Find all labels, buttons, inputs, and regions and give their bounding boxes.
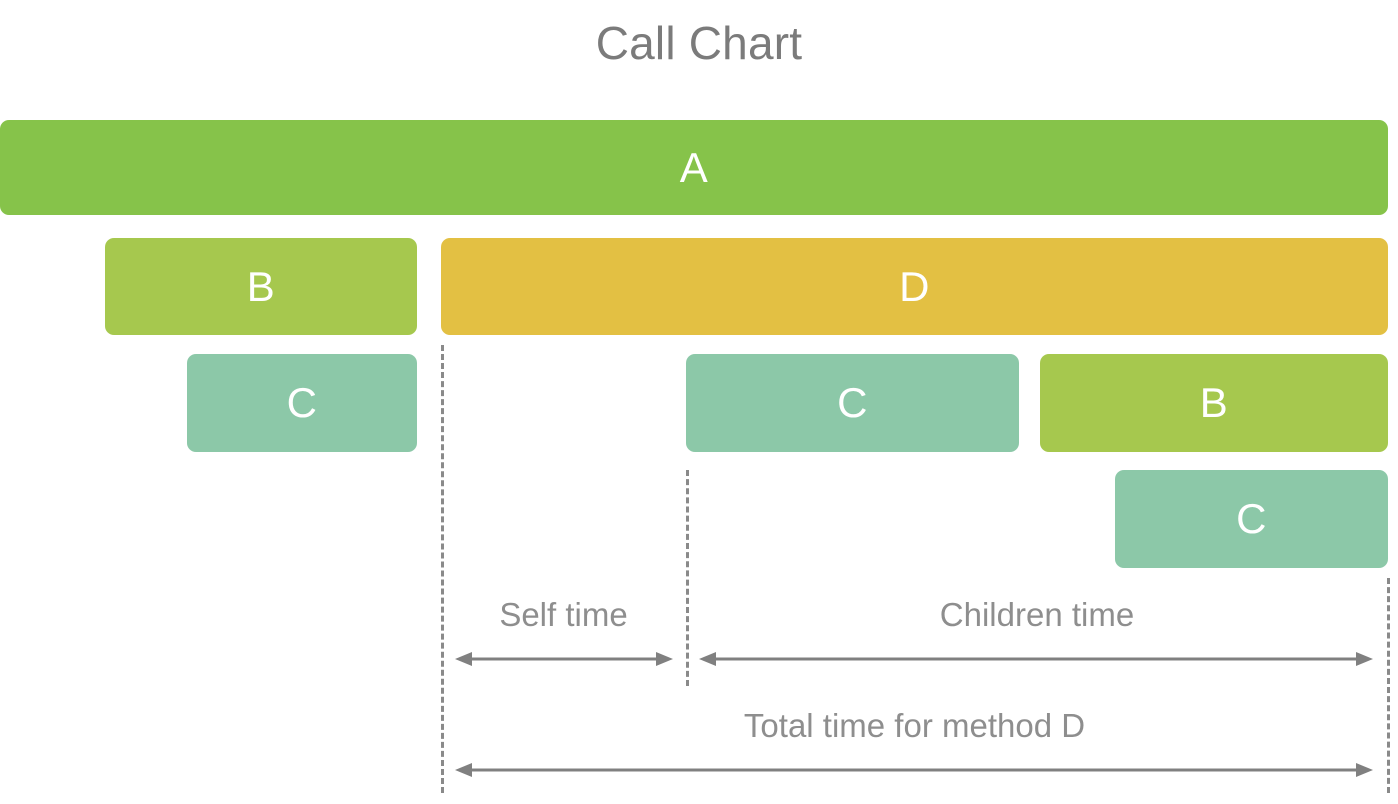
children-time-label: Children time bbox=[939, 596, 1135, 633]
self-time-arrow bbox=[455, 649, 673, 669]
flame-frame-c-first[interactable]: C bbox=[187, 354, 417, 452]
flame-frame-label: B bbox=[1199, 379, 1229, 426]
flame-frame-label: C bbox=[1236, 495, 1267, 542]
flame-frame-label: C bbox=[837, 379, 868, 426]
total-time-arrow bbox=[455, 760, 1373, 780]
flame-frame-d[interactable]: D bbox=[441, 238, 1388, 335]
total-time-label: Total time for method D bbox=[743, 707, 1086, 744]
flame-frame-label: D bbox=[899, 262, 930, 310]
flame-frame-b-first[interactable]: B bbox=[105, 238, 417, 335]
guide-line-self-children-split bbox=[686, 470, 689, 686]
guide-line-d-end bbox=[1387, 578, 1390, 793]
flame-frame-label: C bbox=[286, 379, 318, 426]
children-time-arrow bbox=[699, 649, 1373, 669]
flame-frame-b-second[interactable]: B bbox=[1040, 354, 1388, 452]
flame-frame-label: A bbox=[679, 143, 709, 191]
flame-frame-c-third[interactable]: C bbox=[1115, 470, 1388, 568]
page-title: Call Chart bbox=[595, 17, 803, 69]
guide-line-d-start bbox=[441, 345, 444, 793]
self-time-label: Self time bbox=[499, 596, 628, 633]
flame-frame-c-second[interactable]: C bbox=[686, 354, 1019, 452]
flame-frame-a[interactable]: A bbox=[0, 120, 1388, 215]
flame-frame-label: B bbox=[246, 262, 276, 310]
